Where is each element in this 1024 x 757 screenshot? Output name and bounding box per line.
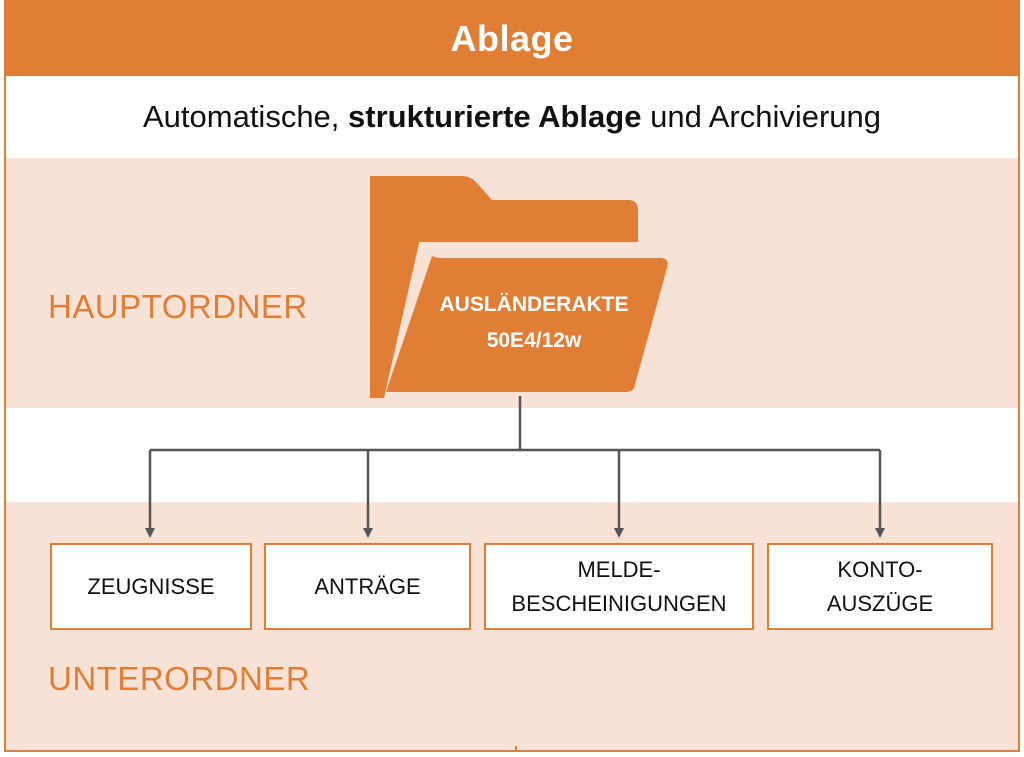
- subfolder-label-line: BESCHEINIGUNGEN: [511, 590, 727, 616]
- connector-lines: [145, 396, 885, 750]
- subfolder-kontoauszuege: KONTO- AUSZÜGE: [767, 543, 993, 630]
- subtitle-part2: und Archivierung: [641, 99, 882, 134]
- main-folder-name-line2: 50E4/12w: [486, 329, 582, 352]
- subtitle: Automatische, strukturierte Ablage und A…: [6, 76, 1018, 158]
- subfolder-label-line: ANTRÄGE: [314, 573, 421, 599]
- subfolder-label-line: KONTO-: [837, 556, 923, 582]
- subfolder-label-line: MELDE-: [577, 556, 661, 582]
- main-folder-name-line1: AUSLÄNDERAKTE: [439, 293, 629, 316]
- folder-icon: [370, 176, 668, 398]
- subfolder-meldebescheinigungen: MELDE- BESCHEINIGUNGEN: [484, 543, 754, 630]
- subfolder-label: UNTERORDNER: [48, 660, 311, 697]
- diagram-title: Ablage: [6, 2, 1018, 76]
- subtitle-bold: strukturierte Ablage: [348, 99, 642, 134]
- diagram-frame: Ablage Automatische, strukturierte Ablag…: [4, 0, 1020, 752]
- main-folder-label: HAUPTORDNER: [48, 288, 308, 325]
- main-folder-name: AUSLÄNDERAKTE 50E4/12w: [414, 287, 654, 359]
- subfolder-label-line: ZEUGNISSE: [87, 573, 215, 599]
- subtitle-part1: Automatische,: [142, 99, 349, 134]
- subfolder-antraege: ANTRÄGE: [264, 543, 471, 630]
- subfolder-label-line: AUSZÜGE: [826, 590, 934, 616]
- subfolder-zeugnisse: ZEUGNISSE: [50, 543, 252, 630]
